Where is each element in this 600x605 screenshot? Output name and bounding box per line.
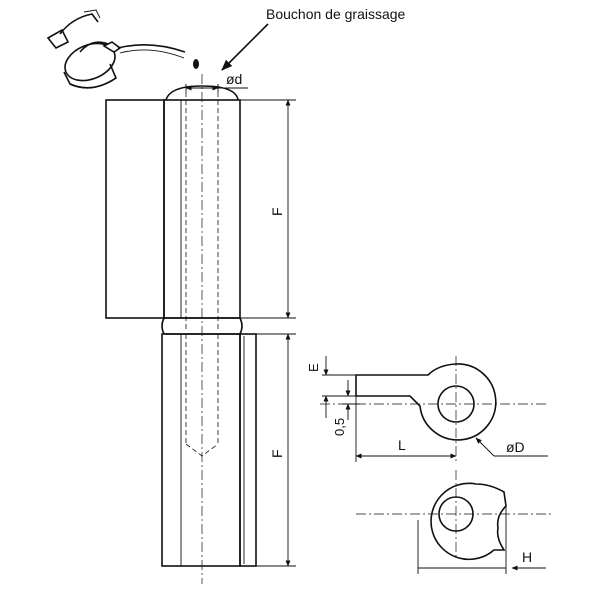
thickness-label: E — [306, 363, 321, 372]
width-dimension: H — [417, 506, 546, 574]
lower-leaf — [239, 333, 257, 567]
length-label: L — [398, 437, 406, 453]
upper-height-label: F — [269, 207, 285, 216]
lower-knuckle — [161, 333, 241, 567]
width-label: H — [522, 549, 532, 565]
pin-diameter-label: ød — [226, 71, 242, 87]
oil-can-icon — [46, 9, 186, 89]
upper-hinge-part — [105, 84, 243, 335]
upper-leaf — [105, 99, 165, 319]
thickness-dimension: E — [306, 356, 356, 418]
pin-diameter-dimension: ød — [185, 71, 248, 92]
front-view-leaf — [356, 470, 552, 561]
length-dimension: L — [355, 396, 457, 462]
outer-diameter-callout: øD — [475, 437, 548, 457]
offset-label: 0,5 — [332, 418, 347, 436]
offset-dimension: 0,5 — [332, 380, 360, 436]
grease-plug-callout: Bouchon de graissage — [221, 6, 406, 71]
lower-height-dimension: F — [256, 333, 296, 567]
upper-height-dimension: F — [240, 99, 296, 319]
oil-drop — [193, 59, 199, 69]
outer-diameter-label: øD — [506, 439, 525, 455]
lower-hinge-part — [161, 333, 257, 567]
lower-height-label: F — [269, 449, 285, 458]
grease-plug-label: Bouchon de graissage — [266, 6, 406, 22]
